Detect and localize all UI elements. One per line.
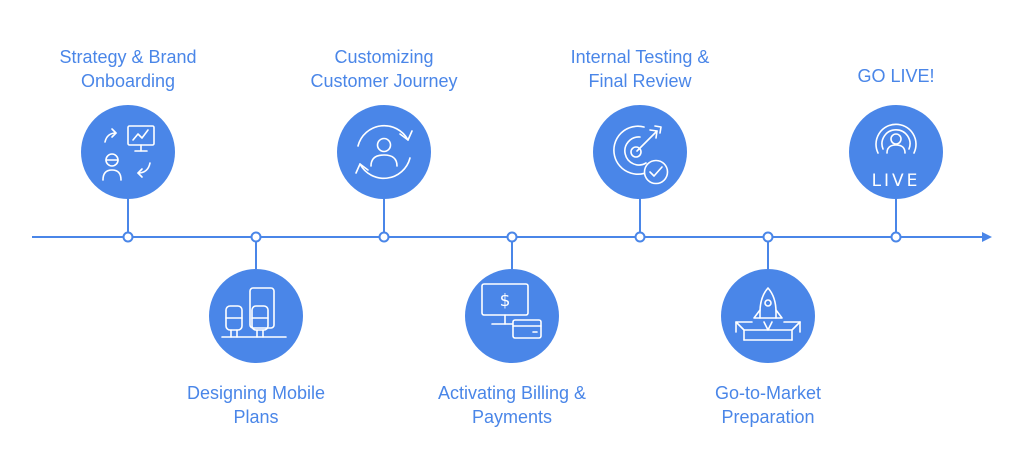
step-circle-7 — [849, 105, 943, 199]
mobile-plans-icon — [221, 287, 287, 338]
live-broadcast-icon: LIVE — [872, 123, 921, 191]
step-label-4-line-1: Activating Billing & — [437, 383, 587, 403]
step-label-6-line-2: Preparation — [721, 407, 815, 427]
timeline-node-3 — [378, 231, 390, 243]
timeline-node-5 — [634, 231, 646, 243]
timeline-node-4 — [506, 231, 518, 243]
timeline-node-6 — [762, 231, 774, 243]
step-label-3-line-2: Customer Journey — [310, 71, 458, 91]
step-circle-2 — [209, 269, 303, 363]
step-circle-6 — [721, 269, 815, 363]
step-label-3-line-1: Customizing — [334, 47, 434, 67]
svg-text:$: $ — [500, 291, 511, 311]
step-label-5-line-1: Internal Testing & — [570, 47, 710, 67]
step-circle-1 — [81, 105, 175, 199]
step-circle-4 — [465, 269, 559, 363]
step-label-1: Strategy & Brand Onboarding — [28, 45, 228, 93]
step-label-7-line-1: GO LIVE! — [857, 66, 935, 86]
timeline-node-2 — [250, 231, 262, 243]
step-label-6: Go-to-Market Preparation — [668, 381, 868, 429]
step-label-1-line-2: Onboarding — [80, 71, 176, 91]
step-circle-5 — [593, 105, 687, 199]
customer-journey-icon — [355, 124, 413, 180]
timeline-node-7 — [890, 231, 902, 243]
step-label-7: GO LIVE! — [796, 64, 996, 88]
step-label-1-line-1: Strategy & Brand — [59, 47, 197, 67]
step-label-2: Designing Mobile Plans — [156, 381, 356, 429]
billing-payments-icon: $ — [481, 283, 542, 339]
timeline-arrowhead — [982, 232, 992, 242]
step-label-5: Internal Testing & Final Review — [540, 45, 740, 93]
svg-text:LIVE: LIVE — [872, 171, 921, 191]
rocket-icon — [735, 287, 801, 341]
target-check-icon — [613, 125, 669, 185]
step-label-6-line-1: Go-to-Market — [714, 383, 822, 403]
step-label-2-line-2: Plans — [233, 407, 279, 427]
timeline-node-1 — [122, 231, 134, 243]
strategy-icon — [102, 125, 155, 181]
step-label-2-line-1: Designing Mobile — [186, 383, 326, 403]
step-label-4: Activating Billing & Payments — [412, 381, 612, 429]
step-label-5-line-2: Final Review — [588, 71, 692, 91]
step-label-4-line-2: Payments — [471, 407, 553, 427]
step-label-3: Customizing Customer Journey — [284, 45, 484, 93]
